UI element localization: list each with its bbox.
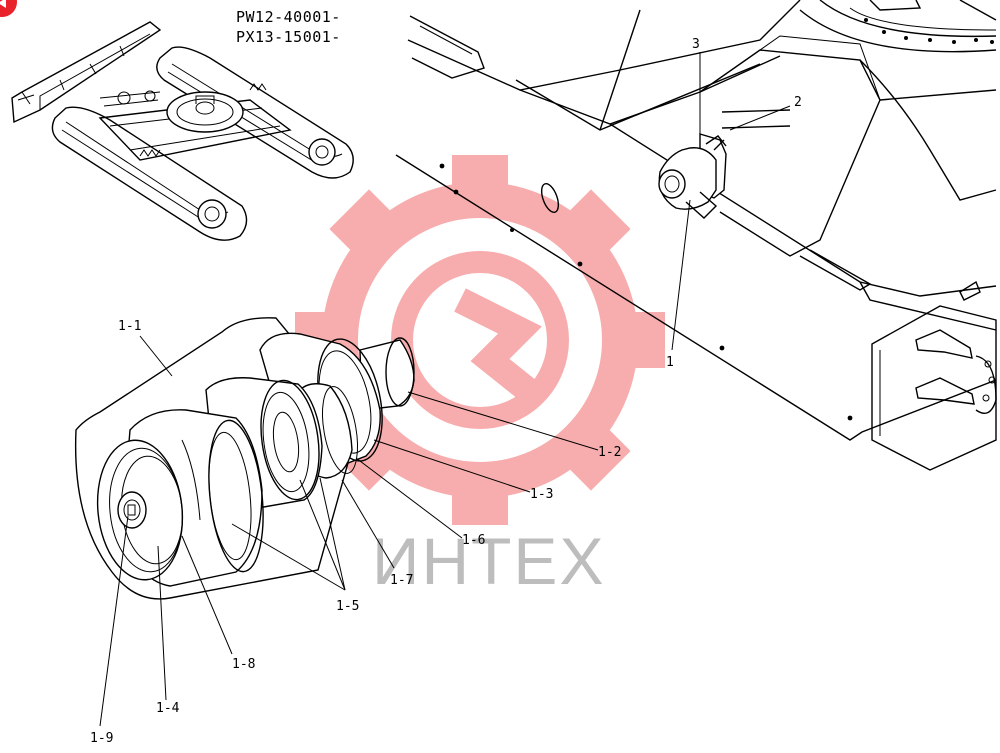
serial-number-line-2: PX13-15001-: [236, 28, 341, 46]
badge-arrow-icon: [0, 0, 6, 8]
callout-1-4: 1-4: [156, 701, 180, 716]
callout-1-2: 1-2: [598, 445, 621, 460]
callout-1-8: 1-8: [232, 657, 255, 672]
callout-1-3: 1-3: [530, 487, 553, 502]
serial-number-line-1: PW12-40001-: [236, 8, 341, 26]
watermark-gear-icon: [295, 155, 665, 525]
callout-3: 3: [692, 37, 700, 52]
callout-1-5: 1-5: [336, 599, 359, 614]
callout-1-7: 1-7: [390, 573, 413, 588]
track-frame-drawing: [395, 0, 997, 471]
undercarriage-thumbnail: [11, 21, 354, 241]
callout-1-6: 1-6: [462, 533, 485, 548]
callout-1-1: 1-1: [118, 319, 141, 334]
carrier-roller-drawing: [74, 317, 415, 600]
callout-1: 1: [666, 355, 674, 370]
watermark-text: ИНТЕХ: [372, 524, 605, 598]
leader-lines: [99, 52, 791, 727]
callout-1-9: 1-9: [90, 731, 113, 746]
callout-2: 2: [794, 95, 802, 110]
